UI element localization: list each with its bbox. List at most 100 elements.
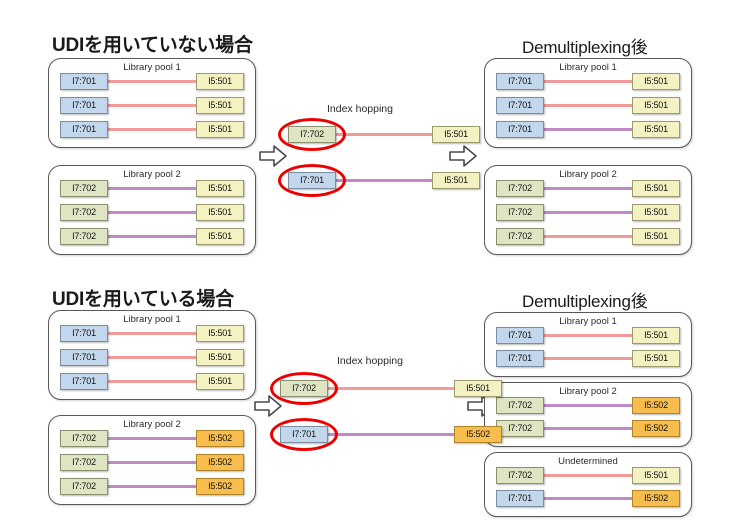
connector-line xyxy=(106,210,198,215)
flow-arrow-top-right xyxy=(448,143,478,174)
index-hopping-label-bottom: Index hopping xyxy=(337,355,403,367)
bottom-output-pool1-i5-box: I5:501 xyxy=(632,327,680,344)
top-input-pool2-i7-box: I7:702 xyxy=(60,204,108,221)
pool-label-top-output-pool1: Library pool 1 xyxy=(559,62,617,73)
connector-line xyxy=(542,403,634,408)
connector-line xyxy=(106,436,198,441)
bottom-input-pool1-i7-box: I7:701 xyxy=(60,349,108,366)
top-output-pool2-i5-box: I5:501 xyxy=(632,228,680,245)
top-output-pool1-i5-box: I5:501 xyxy=(632,73,680,90)
connector-line xyxy=(106,484,198,489)
bottom-input-pool1-i5-box: I5:501 xyxy=(196,325,244,342)
connector-line xyxy=(106,379,198,384)
pool-label-top-input-pool1: Library pool 1 xyxy=(123,62,181,73)
bottom-output-pool2-i7-box: I7:702 xyxy=(496,397,544,414)
top-output-pool2-i5-box: I5:501 xyxy=(632,204,680,221)
top-input-pool2-i5-box: I5:501 xyxy=(196,180,244,197)
bottom-input-pool2-i7-box: I7:702 xyxy=(60,478,108,495)
top-output-pool2-i7-box: I7:702 xyxy=(496,180,544,197)
bottom-input-pool1-i5-box: I5:501 xyxy=(196,373,244,390)
top-input-pool2-i5-box: I5:501 xyxy=(196,228,244,245)
connector-line xyxy=(106,186,198,191)
top-input-pool2-i5-box: I5:501 xyxy=(196,204,244,221)
top-output-pool1-i5-box: I5:501 xyxy=(632,121,680,138)
section-title-bottom: UDIを用いている場合 xyxy=(52,289,234,310)
bottom-hopping-i5-box: I5:501 xyxy=(454,380,502,397)
bottom-output-pool2-i7-box: I7:702 xyxy=(496,420,544,437)
connector-line xyxy=(542,103,634,108)
bottom-output-undetermined-i7-box: I7:702 xyxy=(496,467,544,484)
flow-arrow-bottom-left xyxy=(253,393,283,424)
hopping-highlight-ellipse xyxy=(278,164,346,197)
top-input-pool1-i7-box: I7:701 xyxy=(60,73,108,90)
top-hopping-i5-box: I5:501 xyxy=(432,172,480,189)
connector-line xyxy=(542,333,634,338)
demux-title-top: Demultiplexing後 xyxy=(522,38,648,57)
top-input-pool2-i7-box: I7:702 xyxy=(60,228,108,245)
top-output-pool1-i7-box: I7:701 xyxy=(496,97,544,114)
bottom-output-undetermined-i5-box: I5:502 xyxy=(632,490,680,507)
pool-label-bottom-output-pool2: Library pool 2 xyxy=(559,386,617,397)
connector-line xyxy=(542,426,634,431)
pool-label-bottom-input-pool1: Library pool 1 xyxy=(123,314,181,325)
connector-line xyxy=(542,127,634,132)
connector-line xyxy=(542,210,634,215)
bottom-output-pool1-i7-box: I7:701 xyxy=(496,327,544,344)
bottom-input-pool1-i7-box: I7:701 xyxy=(60,373,108,390)
connector-line xyxy=(542,496,634,501)
top-input-pool1-i5-box: I5:501 xyxy=(196,73,244,90)
bottom-input-pool2-i7-box: I7:702 xyxy=(60,430,108,447)
bottom-input-pool1-i5-box: I5:501 xyxy=(196,349,244,366)
top-output-pool2-i7-box: I7:702 xyxy=(496,228,544,245)
connector-line xyxy=(326,386,456,391)
pool-label-bottom-input-pool2: Library pool 2 xyxy=(123,419,181,430)
bottom-output-pool1-i7-box: I7:701 xyxy=(496,350,544,367)
bottom-output-pool2-i5-box: I5:502 xyxy=(632,397,680,414)
connector-line xyxy=(106,331,198,336)
connector-line xyxy=(326,432,456,437)
flow-arrow-top-left xyxy=(258,143,288,174)
top-output-pool2-i7-box: I7:702 xyxy=(496,204,544,221)
connector-line xyxy=(106,355,198,360)
pool-label-bottom-output-undetermined: Undetermined xyxy=(558,456,618,467)
connector-line xyxy=(106,79,198,84)
connector-line xyxy=(106,460,198,465)
hopping-highlight-ellipse xyxy=(278,118,346,151)
top-input-pool1-i5-box: I5:501 xyxy=(196,121,244,138)
connector-line xyxy=(542,186,634,191)
top-output-pool1-i7-box: I7:701 xyxy=(496,121,544,138)
pool-label-top-input-pool2: Library pool 2 xyxy=(123,169,181,180)
bottom-output-undetermined-i5-box: I5:501 xyxy=(632,467,680,484)
section-title-top: UDIを用いていない場合 xyxy=(52,35,253,56)
bottom-input-pool2-i5-box: I5:502 xyxy=(196,478,244,495)
connector-line xyxy=(334,132,434,137)
top-input-pool1-i7-box: I7:701 xyxy=(60,121,108,138)
bottom-input-pool2-i5-box: I5:502 xyxy=(196,430,244,447)
connector-line xyxy=(106,234,198,239)
index-hopping-label-top: Index hopping xyxy=(327,103,393,115)
pool-label-top-output-pool2: Library pool 2 xyxy=(559,169,617,180)
top-output-pool1-i5-box: I5:501 xyxy=(632,97,680,114)
bottom-input-pool2-i7-box: I7:702 xyxy=(60,454,108,471)
top-output-pool1-i7-box: I7:701 xyxy=(496,73,544,90)
connector-line xyxy=(542,473,634,478)
connector-line xyxy=(542,356,634,361)
bottom-output-pool1-i5-box: I5:501 xyxy=(632,350,680,367)
connector-line xyxy=(542,79,634,84)
bottom-output-undetermined-i7-box: I7:701 xyxy=(496,490,544,507)
connector-line xyxy=(106,103,198,108)
hopping-highlight-ellipse xyxy=(270,372,338,405)
bottom-output-pool2-i5-box: I5:502 xyxy=(632,420,680,437)
connector-line xyxy=(542,234,634,239)
top-input-pool1-i5-box: I5:501 xyxy=(196,97,244,114)
connector-line xyxy=(106,127,198,132)
connector-line xyxy=(334,178,434,183)
top-input-pool2-i7-box: I7:702 xyxy=(60,180,108,197)
bottom-input-pool1-i7-box: I7:701 xyxy=(60,325,108,342)
bottom-hopping-i5-box: I5:502 xyxy=(454,426,502,443)
hopping-highlight-ellipse xyxy=(270,418,338,451)
demux-title-bottom: Demultiplexing後 xyxy=(522,292,648,311)
top-output-pool2-i5-box: I5:501 xyxy=(632,180,680,197)
top-hopping-i5-box: I5:501 xyxy=(432,126,480,143)
